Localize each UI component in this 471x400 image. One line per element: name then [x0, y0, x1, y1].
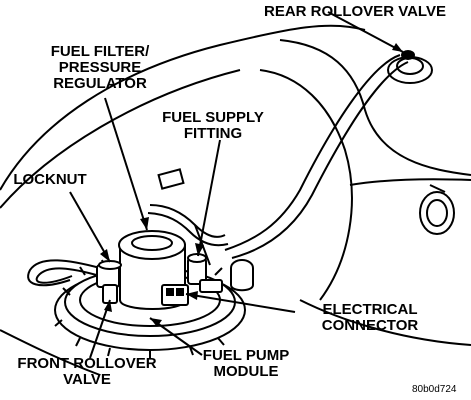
label-front-rollover-line2: VALVE: [63, 371, 111, 388]
label-fuel-pump-line2: MODULE: [213, 363, 279, 380]
fuel-supply-fitting-part: [187, 253, 223, 293]
label-fuel-filter-line2: PRESSURE: [58, 59, 142, 76]
label-fuel-supply-line1: FUEL SUPPLY: [162, 109, 264, 126]
label-fuel-supply-line2: FITTING: [183, 125, 243, 142]
vent-hose: [224, 54, 409, 259]
fuel-tank-outline: [0, 24, 471, 376]
leader-arrowheads: [100, 43, 403, 327]
label-rear-rollover-valve: REAR ROLLOVER VALVE: [242, 4, 468, 20]
label-locknut-text: LOCKNUT: [13, 171, 87, 188]
label-fuel-filter-line1: FUEL FILTER/: [50, 43, 150, 60]
figure-code: 80b0d724: [412, 384, 457, 395]
label-front-rollover-line1: FRONT ROLLOVER: [17, 355, 157, 372]
outlet-stub: [230, 259, 254, 292]
label-electrical-line2: CONNECTOR: [321, 317, 419, 334]
arrow-rear-rollover-valve: [392, 43, 403, 52]
front-rollover-valve-part: [96, 260, 122, 304]
label-rear-rollover-valve-text: REAR ROLLOVER VALVE: [264, 3, 446, 20]
hose-clip: [157, 168, 185, 190]
leader-electrical-connector: [185, 293, 296, 313]
arrow-fuel-pump-module: [150, 318, 162, 327]
leader-locknut: [69, 191, 111, 263]
leader-rear-rollover-valve: [327, 11, 404, 53]
label-front-rollover-valve: FRONT ROLLOVER VALVE: [2, 356, 172, 388]
label-fuel-filter-pressure-regulator: FUEL FILTER/ PRESSURE REGULATOR: [30, 44, 170, 92]
arrow-fuel-filter: [140, 217, 149, 230]
label-fuel-pump-line1: FUEL PUMP: [202, 347, 290, 364]
arrow-fuel-supply-fitting: [195, 243, 204, 256]
label-fuel-supply-fitting: FUEL SUPPLY FITTING: [148, 110, 278, 142]
front-rollover-line: [27, 259, 101, 287]
arrow-locknut: [100, 249, 110, 262]
label-electrical-line1: ELECTRICAL: [322, 301, 418, 318]
label-fuel-pump-module: FUEL PUMP MODULE: [196, 348, 296, 380]
arrow-front-rollover-valve: [104, 300, 112, 312]
electrical-connector-part: [161, 284, 189, 306]
leader-fuel-supply-fitting: [197, 139, 221, 257]
leader-fuel-filter: [104, 97, 148, 231]
tank-side-port: [419, 184, 455, 235]
label-locknut: LOCKNUT: [10, 172, 90, 188]
rear-rollover-valve-part: [387, 50, 433, 84]
label-electrical-connector: ELECTRICAL CONNECTOR: [300, 302, 440, 334]
arrow-electrical-connector: [186, 291, 198, 300]
label-fuel-filter-line3: REGULATOR: [53, 75, 147, 92]
